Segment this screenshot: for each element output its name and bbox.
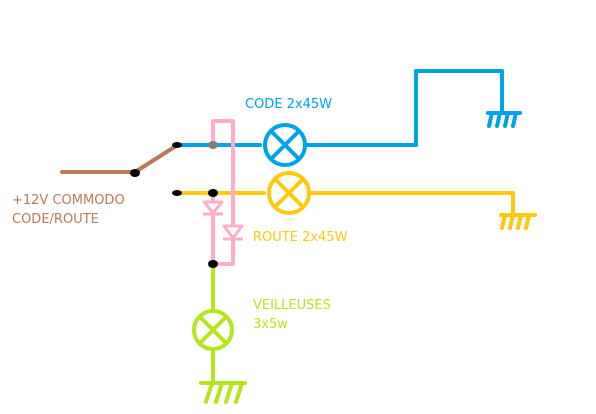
junction-switch-pivot <box>130 169 140 177</box>
junction-code-contact <box>172 142 182 148</box>
route-lamp-cross-b <box>273 177 305 209</box>
veilleuses-label-line2: 3x5w <box>253 317 288 332</box>
code-lamp-cross-b <box>269 129 301 161</box>
diode-code-icon <box>222 224 244 241</box>
route-ground-icon <box>499 213 537 230</box>
diode-route-icon <box>202 200 224 216</box>
route-wire-to-ground <box>307 191 515 216</box>
veilleuses-circuit <box>192 262 247 404</box>
code-label: CODE 2x45W <box>245 97 333 112</box>
commodo-label-line1: +12V COMMODO <box>12 193 125 208</box>
route-circuit <box>174 171 537 230</box>
code-circuit <box>174 69 522 167</box>
junction-veilleuses-feed <box>208 260 218 268</box>
junctions <box>130 141 218 268</box>
veilleuses-lamp-cross-b <box>198 315 228 345</box>
junction-route-contact <box>172 190 182 196</box>
code-wire-to-ground <box>303 69 504 147</box>
commodo-label-line2: CODE/ROUTE <box>12 212 99 227</box>
diode-loop-wire <box>211 119 235 266</box>
code-ground-icon <box>486 111 522 128</box>
switch-icon <box>133 144 178 174</box>
route-label: ROUTE 2x45W <box>253 230 348 245</box>
commodo-switch <box>60 144 178 174</box>
junction-route-diode <box>208 189 218 197</box>
veilleuses-label-line1: VEILLEUSES <box>253 298 331 313</box>
veilleuses-ground-icon <box>199 381 247 404</box>
junction-code-diode <box>208 141 218 149</box>
